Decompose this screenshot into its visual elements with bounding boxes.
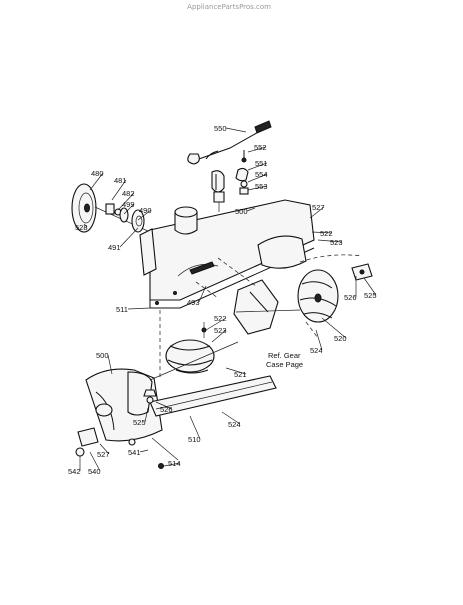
callout-label-527: 527 [312, 203, 325, 212]
watermark-text: AppliancePartsPros.com [187, 3, 271, 11]
lower-hardware [128, 389, 179, 469]
callout-label-551: 551 [255, 159, 268, 168]
callout-label-500: 500 [96, 351, 109, 360]
callout-label-500: 500 [235, 207, 248, 216]
callout-label-541: 541 [128, 448, 141, 457]
callout-leader-line [225, 127, 247, 133]
callout-label-526: 526 [344, 293, 357, 302]
callout-leader-line [117, 192, 135, 211]
callout-leader-line [99, 443, 110, 455]
callout-leader-line [127, 307, 151, 310]
callout-leader-line [221, 411, 241, 425]
callout-leader-line [198, 285, 207, 303]
callout-label-523: 523 [330, 238, 343, 247]
callout-leader-line [321, 317, 347, 339]
gear-case [233, 279, 301, 335]
callout-labels: 550 552 551 554 553 480 481 482 499 490 528 491 500 5… [68, 124, 377, 476]
callout-label-481: 481 [114, 176, 127, 185]
callout-leader-line [89, 172, 104, 191]
callout-label-527: 527 [97, 450, 110, 459]
callout-leader-line [315, 329, 323, 351]
callout-label-550: 550 [214, 124, 227, 133]
callout-label-514: 514 [168, 459, 181, 468]
reference-note-line2: Case Page [266, 360, 303, 369]
callout-leader-line [107, 354, 113, 375]
callout-leader-line [311, 231, 333, 234]
callout-leader-line [225, 367, 247, 375]
callout-label-522: 522 [214, 314, 227, 323]
callout-label-480: 480 [91, 169, 104, 178]
callout-leader-line [83, 223, 88, 228]
callout-label-528: 528 [75, 223, 88, 232]
callout-leader-line [247, 162, 268, 171]
rod-bracket [211, 170, 225, 212]
callout-label-510: 510 [188, 435, 201, 444]
callout-leader-line [119, 227, 139, 248]
callout-leader-line [317, 239, 343, 243]
callout-label-523: 523 [214, 326, 227, 335]
callout-label-482: 482 [122, 189, 135, 198]
pulley-assembly [71, 183, 151, 233]
auger-housing-upper [139, 199, 315, 309]
callout-label-526: 526 [160, 405, 173, 414]
shift-rod-assembly [187, 120, 272, 165]
callout-leader-line [137, 209, 152, 221]
callout-label-524: 524 [228, 420, 241, 429]
callout-label-524: 524 [310, 346, 323, 355]
callout-leader-line [111, 179, 127, 201]
callout-label-525: 525 [133, 418, 146, 427]
callout-label-521: 521 [234, 370, 247, 379]
callout-leader-line [144, 407, 149, 423]
callout-label-540: 540 [88, 467, 101, 476]
right-auger [297, 254, 373, 323]
auger-housing-lower [75, 368, 163, 457]
callout-label-520: 520 [334, 334, 347, 343]
callout-leader-line [163, 462, 181, 467]
callout-label-491: 491 [108, 243, 121, 252]
callout-label-542: 542 [68, 467, 81, 476]
callout-leader-line [155, 401, 173, 410]
clip-hardware [235, 150, 249, 195]
callout-leader-line [89, 451, 101, 472]
callout-leader-line [246, 207, 256, 212]
callout-label-499: 499 [122, 200, 135, 209]
callout-label-522: 522 [320, 229, 333, 238]
callout-label-553: 553 [255, 182, 268, 191]
alignment-lines [159, 257, 319, 380]
callout-label-490: 490 [139, 206, 152, 215]
callout-leader-line [363, 277, 377, 296]
callout-label-525: 525 [364, 291, 377, 300]
callout-leader-line [247, 146, 267, 153]
callout-leader-line [205, 317, 227, 331]
callout-leader-line [189, 415, 201, 440]
callout-leaders [79, 127, 377, 472]
reference-note-line1: Ref. Gear [268, 351, 301, 360]
callout-label-554: 554 [255, 170, 268, 179]
scraper-bar [149, 375, 277, 417]
callout-label-511: 511 [116, 305, 128, 314]
callout-label-552: 552 [254, 143, 267, 152]
callout-leader-line [211, 329, 227, 343]
callout-leader-line [123, 203, 135, 215]
callout-leader-line [247, 185, 268, 191]
left-auger [149, 322, 239, 381]
callout-leader-line [139, 449, 149, 453]
callout-leader-line [247, 173, 268, 183]
callout-label-493: 493 [187, 298, 200, 307]
callout-leader-line [309, 206, 325, 219]
